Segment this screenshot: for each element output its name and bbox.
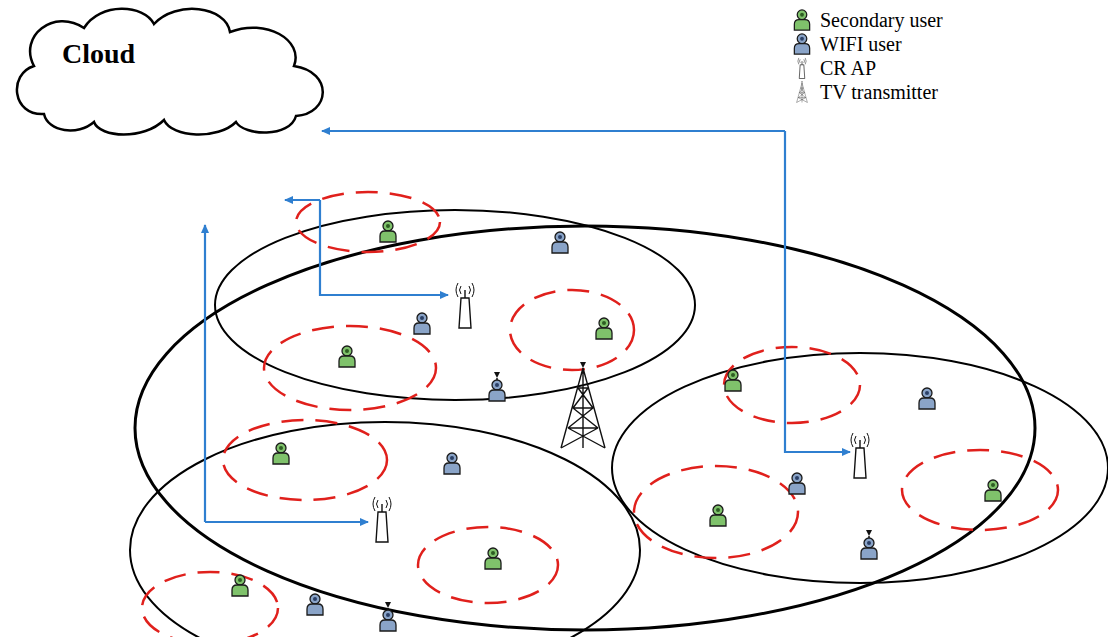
legend-icon bbox=[792, 33, 812, 55]
cloud-outline bbox=[4, 4, 332, 136]
node-label: Cloud bbox=[62, 38, 135, 70]
cloud-node: Cloud bbox=[4, 4, 332, 136]
legend-icon bbox=[792, 81, 812, 103]
legend-item: CR AP bbox=[792, 56, 943, 80]
legend-icon bbox=[792, 9, 812, 31]
legend-label: Secondary user bbox=[820, 9, 943, 32]
legend-label: WIFI user bbox=[820, 33, 902, 56]
legend-item: Secondary user bbox=[792, 8, 943, 32]
legend-label: CR AP bbox=[820, 57, 876, 80]
legend-label: TV transmitter bbox=[820, 81, 938, 104]
legend: Secondary userWIFI userCR APTV transmitt… bbox=[792, 8, 943, 104]
legend-icon bbox=[792, 57, 812, 79]
legend-item: TV transmitter bbox=[792, 80, 943, 104]
legend-item: WIFI user bbox=[792, 32, 943, 56]
